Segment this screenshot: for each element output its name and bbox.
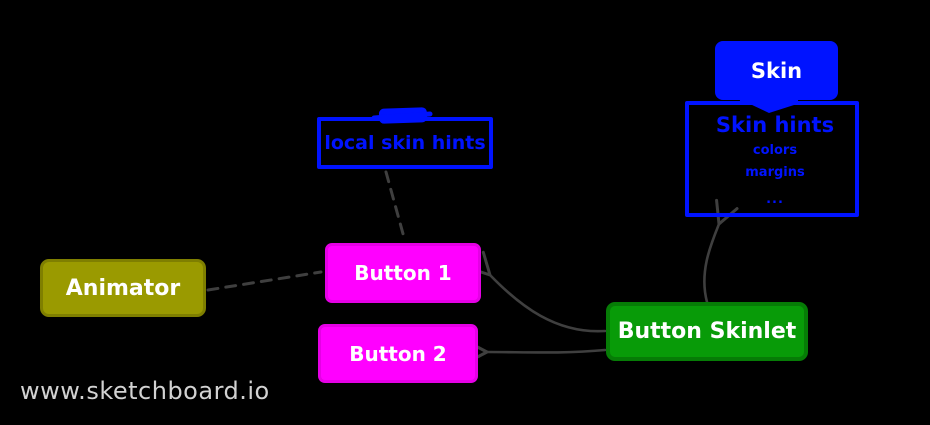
node-button2-label: Button 2: [349, 341, 447, 366]
node-button-skinlet[interactable]: Button Skinlet: [606, 302, 808, 361]
node-animator-label: Animator: [65, 275, 181, 301]
edge-skinlet-to-button2[interactable]: [464, 339, 607, 365]
node-local-skin-hints-label: local skin hints: [324, 132, 486, 154]
edge-local-hints-to-button1[interactable]: [384, 170, 407, 243]
node-skin-hints-title: Skin hints: [715, 113, 835, 137]
edge-skinlet-to-button1[interactable]: [465, 250, 607, 333]
node-button1-label: Button 1: [354, 261, 452, 285]
edge-skinlet-to-skin-hints[interactable]: [703, 198, 739, 304]
node-button2[interactable]: Button 2: [318, 324, 478, 383]
edge-animator-to-button1[interactable]: [206, 270, 323, 292]
node-skin-hints-attr: ...: [766, 191, 784, 207]
node-skin-hints-attr: colors: [752, 143, 798, 159]
node-animator[interactable]: Animator: [40, 259, 206, 317]
node-skin-label: Skin: [750, 58, 803, 83]
node-local-skin-hints[interactable]: local skin hints: [317, 117, 493, 169]
node-skin[interactable]: Skin: [715, 41, 838, 100]
node-skin-hints-attr: margins: [745, 165, 805, 181]
node-skin-hints[interactable]: Skin hints colors margins ...: [685, 101, 859, 217]
sketchboard-watermark: www.sketchboard.io: [20, 377, 270, 405]
node-button1[interactable]: Button 1: [325, 243, 481, 303]
node-button-skinlet-label: Button Skinlet: [617, 319, 797, 344]
